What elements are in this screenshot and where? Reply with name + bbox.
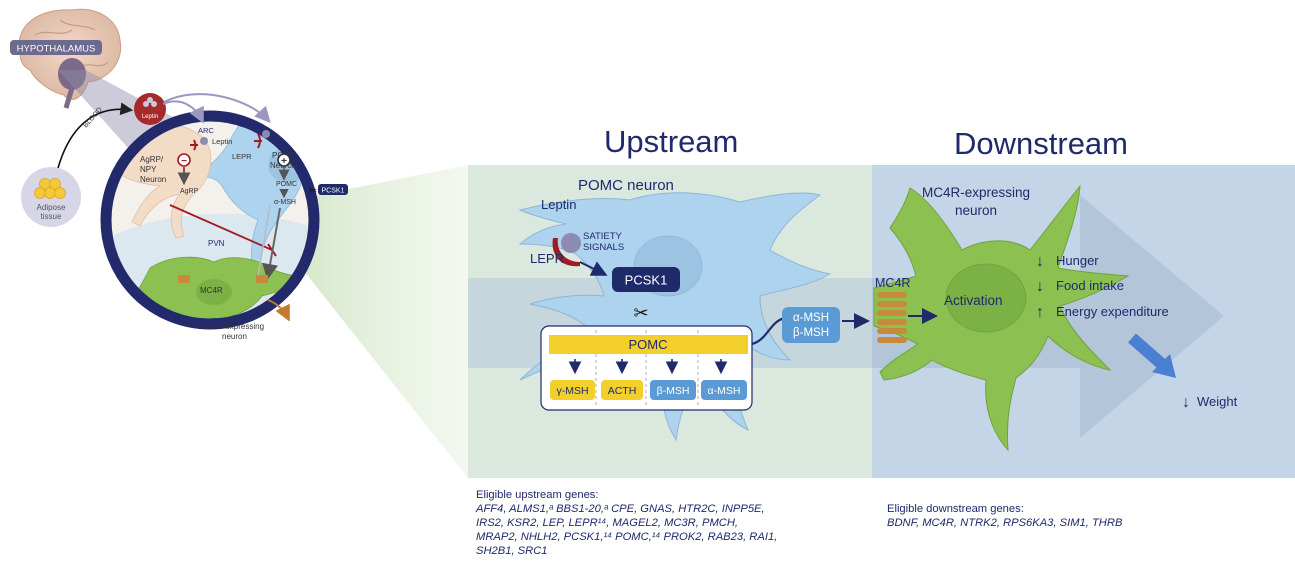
effect-label-food: Food intake	[1056, 278, 1124, 293]
downstream-genes-header: Eligible downstream genes:	[887, 503, 1024, 515]
msh-alpha-label: α-MSH	[793, 312, 829, 324]
blood-arrow	[57, 102, 134, 169]
pcsk1-box-label: PCSK1	[625, 273, 668, 288]
cleavage-arrows	[568, 359, 728, 375]
amsh-to-mc4r-arrow	[262, 207, 281, 280]
adipose-tissue	[21, 167, 81, 227]
downstream-neuron-label-1: MC4R-expressing	[922, 185, 1030, 200]
mc4r-receptor-small	[178, 275, 268, 283]
upstream-genes-line-1: AFF4, ALMS1,ᵃ BBS1-20,ᵃ CPE, GNAS, HTR2C…	[476, 503, 765, 515]
upstream-genes-header: Eligible upstream genes:	[476, 489, 599, 501]
upstream-leptin-label: Leptin	[541, 197, 576, 212]
leptin-label: Leptin	[212, 137, 232, 146]
effect-label-energy: Energy expenditure	[1056, 304, 1169, 319]
weight-label: Weight	[1197, 394, 1238, 409]
minus-sign: −	[181, 156, 187, 167]
leptin-arrow-2	[163, 93, 271, 123]
scissors-cut-icon: ✂	[633, 303, 648, 323]
product-box-beta	[650, 380, 696, 400]
activation-label: Activation	[944, 293, 1003, 308]
downstream-title: Downstream	[954, 126, 1128, 161]
msh-pill	[782, 307, 840, 343]
effect-arrow-hunger: ↓	[1036, 253, 1044, 270]
weight-arrow-symbol: ↓	[1182, 394, 1190, 411]
lepr-receptor	[552, 238, 580, 267]
mc4r-neuron-label-2: neuron	[222, 332, 247, 341]
hypothalamus-label: HYPOTHALAMUS	[17, 44, 96, 55]
downstream-neuron-label-2: neuron	[955, 203, 997, 218]
product-acth: ACTH	[608, 385, 637, 397]
agrp-neuron-label-3: Neuron	[140, 175, 166, 184]
zoom-wedge	[292, 165, 468, 478]
scissors-icon: ✂	[309, 186, 317, 197]
leptin-arrow-1	[162, 100, 204, 124]
pomc-bar-label: POMC	[629, 337, 668, 352]
upstream-title: Upstream	[604, 124, 739, 159]
adipose-label-1: Adipose	[37, 203, 66, 212]
blood-label: BLOOD	[82, 106, 104, 129]
product-alpha-msh: α-MSH	[708, 385, 741, 397]
downstream-genes-line-1: BDNF, MC4R, NTRK2, RPS6KA3, SIM1, THRB	[887, 517, 1123, 529]
leptin-cell-label: Leptin	[142, 114, 158, 120]
product-gamma-msh: γ-MSH	[556, 385, 588, 397]
stimulate-sign	[277, 153, 291, 167]
downstream-genes: Eligible downstream genes: BDNF, MC4R, N…	[887, 502, 1247, 530]
weight-arrow-head	[1152, 354, 1176, 378]
product-box-acth	[601, 380, 643, 400]
satiety-label-1: SATIETY	[583, 231, 623, 242]
plus-sign: +	[281, 156, 287, 167]
pcsk1-label: PCSK1	[322, 188, 345, 195]
leptin-molecule	[561, 233, 581, 253]
bbb-label: BLOOD-BRAIN BARRIER	[179, 87, 258, 112]
lepr-label: LEPR	[232, 152, 252, 161]
effect-arrow-food: ↓	[1036, 278, 1044, 295]
upstream-genes-line-3: MRAP2, NHLH2, PCSK1,¹⁴ POMC,¹⁴ PROK2, RA…	[476, 531, 778, 543]
hypothalamus-label-box	[10, 40, 102, 55]
pcsk1-box	[612, 267, 680, 292]
arc-label: ARC	[198, 126, 214, 135]
leptin-cell	[134, 93, 166, 125]
satiety-label-2: SIGNALS	[583, 242, 624, 253]
agrp-neuron-label-1: AgRP/	[140, 155, 164, 164]
effect-label-hunger: Hunger	[1056, 253, 1099, 268]
effect-arrow-energy: ↑	[1036, 304, 1044, 321]
agrp-neuron-label-2: NPY	[140, 165, 157, 174]
upstream-genes-line-4: SH2B1, SRC1	[476, 545, 548, 557]
pomc-neuron-body	[518, 192, 832, 442]
upstream-lepr-label: LEPR	[530, 251, 564, 266]
product-box-alpha	[701, 380, 747, 400]
pvn-label: PVN	[208, 239, 225, 248]
mc4r-receptor	[877, 292, 907, 343]
agrp-inhibition-line	[169, 204, 273, 251]
inhibit-sign	[177, 153, 191, 167]
upstream-genes-line-2: IRS2, KSR2, LEP, LEPR¹⁴, MAGEL2, MC3R, P…	[476, 517, 739, 529]
product-box-gamma	[550, 380, 595, 400]
agrp-label: AgRP	[180, 188, 199, 195]
adipose-label-2: tissue	[41, 212, 62, 221]
mc4r-label: MC4R	[200, 286, 223, 295]
msh-beta-label: β-MSH	[793, 327, 829, 339]
mc4r-nucleus	[945, 263, 1027, 333]
product-beta-msh: β-MSH	[657, 385, 690, 397]
pomc-label: POMC	[276, 181, 297, 188]
mc4r-neuron-label-1: MC4R-expressing	[200, 322, 264, 331]
upstream-genes: Eligible upstream genes: AFF4, ALMS1,ᵃ B…	[476, 488, 876, 558]
amsh-label: α-MSH	[274, 199, 296, 206]
downstream-mc4r-label: MC4R	[875, 276, 910, 290]
weight-arrow	[1128, 333, 1168, 371]
pcsk1-label-box	[318, 184, 348, 195]
pomc-bar	[549, 335, 748, 354]
upstream-pomc-neuron-label: POMC neuron	[578, 177, 674, 194]
